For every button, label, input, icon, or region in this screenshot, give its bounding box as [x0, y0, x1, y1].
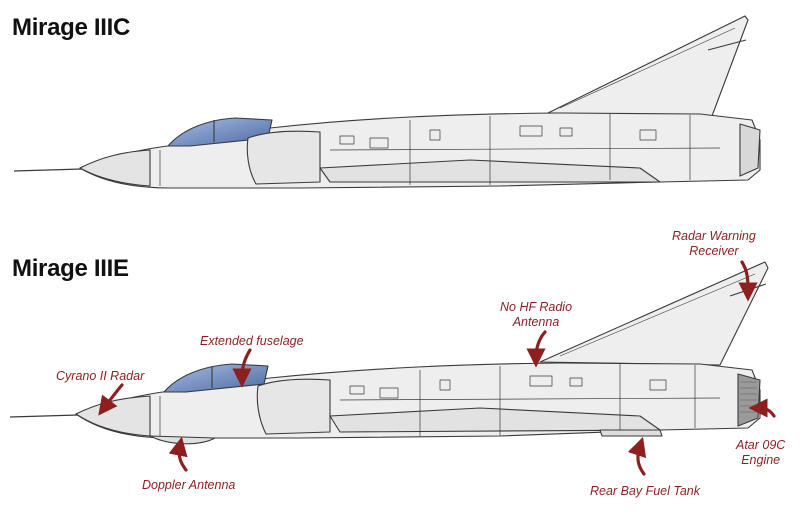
callout-atar-engine: Atar 09C Engine	[736, 438, 785, 468]
exhaust-nozzle	[739, 123, 761, 177]
title-mirage-iiic: Mirage IIIC	[12, 14, 131, 41]
callout-arrows	[98, 260, 776, 476]
doppler-bulge	[149, 435, 216, 445]
arrow-doppler	[168, 436, 188, 472]
title-mirage-iiie: Mirage IIIE	[12, 255, 129, 282]
tail-fin	[539, 261, 769, 366]
arrow-radar-warning	[738, 260, 758, 302]
arrow-no-hf-radio	[526, 330, 547, 368]
air-intake	[256, 378, 331, 435]
arrow-extended-fuselage	[232, 348, 252, 388]
pitot-probe	[13, 168, 83, 172]
nose-cone	[79, 149, 151, 187]
callout-doppler-antenna: Doppler Antenna	[142, 478, 235, 493]
callout-extended-fuselage: Extended fuselage	[200, 334, 304, 349]
arrow-atar-engine	[748, 398, 776, 418]
callout-line: Atar 09C	[736, 438, 786, 452]
callout-line: Rear Bay Fuel Tank	[590, 484, 701, 498]
nose-cone	[75, 395, 151, 437]
mirage-iiie-drawing	[9, 261, 769, 445]
tail-fin	[547, 15, 749, 117]
air-intake	[246, 130, 321, 185]
arrow-rear-fuel-tank	[627, 436, 647, 476]
callout-line: Receiver	[689, 244, 739, 258]
callout-line: Extended fuselage	[200, 334, 304, 348]
callout-line: Cyrano II Radar	[56, 369, 145, 383]
wing	[329, 407, 661, 433]
callout-line: Antenna	[512, 315, 560, 329]
arrow-cyrano-radar	[98, 383, 124, 416]
canopy	[167, 117, 273, 147]
callout-line: No HF Radio	[500, 300, 573, 314]
callout-no-hf-radio-antenna: No HF Radio Antenna	[500, 300, 572, 330]
callout-line: Radar Warning	[672, 229, 756, 243]
pitot-probe	[9, 414, 79, 418]
mirage-iiic-drawing	[13, 15, 761, 189]
callout-line: Doppler Antenna	[142, 478, 236, 492]
callout-radar-warning-receiver: Radar Warning Receiver	[672, 229, 756, 259]
callout-line: Engine	[741, 453, 781, 467]
ventral-fuel-tank	[599, 429, 663, 437]
callout-rear-bay-fuel-tank: Rear Bay Fuel Tank	[590, 484, 700, 499]
callout-cyrano-radar: Cyrano II Radar	[56, 369, 144, 384]
